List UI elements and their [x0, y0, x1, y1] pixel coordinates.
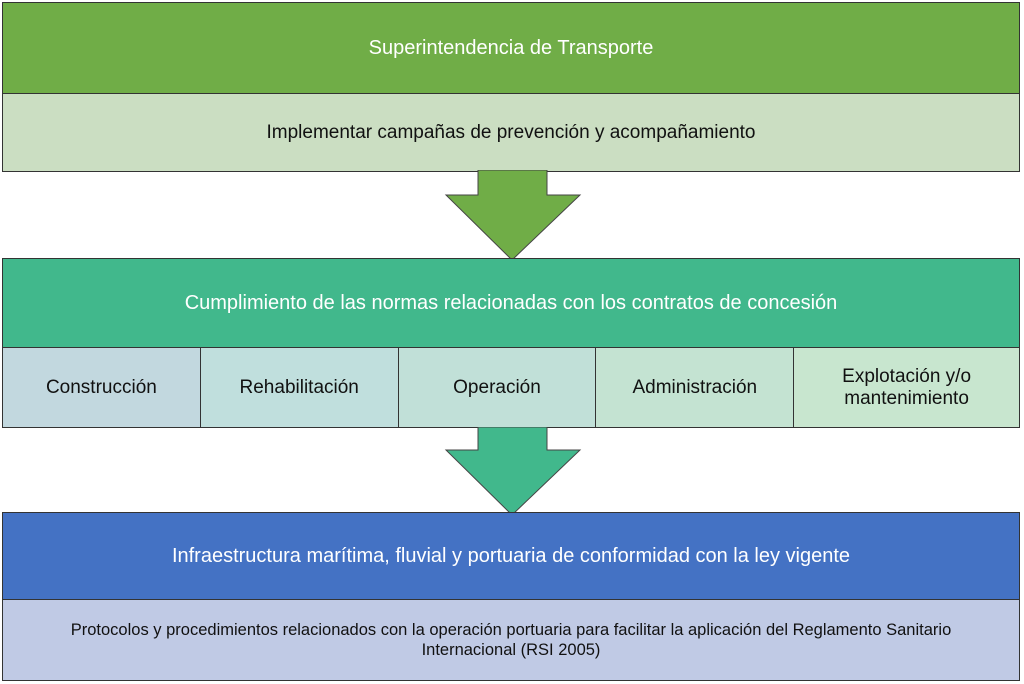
down-arrow-icon	[444, 170, 582, 261]
level3-header: Infraestructura marítima, fluvial y port…	[2, 512, 1020, 601]
level1-subtitle: Implementar campañas de prevención y aco…	[266, 121, 756, 143]
item-explotacion: Explotación y/o mantenimiento	[794, 348, 1019, 427]
item-label: Rehabilitación	[239, 376, 359, 398]
level2-header: Cumplimiento de las normas relacionadas …	[2, 258, 1020, 349]
level1-title: Superintendencia de Transporte	[368, 37, 654, 59]
item-label: Explotación y/o mantenimiento	[842, 365, 972, 409]
item-administracion: Administración	[596, 348, 795, 427]
level3-title: Infraestructura marítima, fluvial y port…	[171, 545, 851, 567]
level2-items: Construcción Rehabilitación Operación Ad…	[2, 347, 1020, 428]
level2-title: Cumplimiento de las normas relacionadas …	[184, 292, 838, 314]
item-construccion: Construcción	[3, 348, 201, 427]
item-label: Operación	[453, 376, 541, 398]
item-label: Construcción	[45, 376, 157, 398]
level3-subtitle: Protocolos y procedimientos relacionados…	[70, 621, 952, 659]
item-label: Administración	[632, 376, 758, 398]
down-arrow-icon	[444, 427, 582, 516]
item-operacion: Operación	[398, 348, 597, 427]
item-rehabilitacion: Rehabilitación	[200, 348, 399, 427]
level1-header: Superintendencia de Transporte	[2, 2, 1020, 95]
level1-subbox: Implementar campañas de prevención y aco…	[2, 93, 1020, 172]
level3-subbox: Protocolos y procedimientos relacionados…	[2, 599, 1020, 681]
